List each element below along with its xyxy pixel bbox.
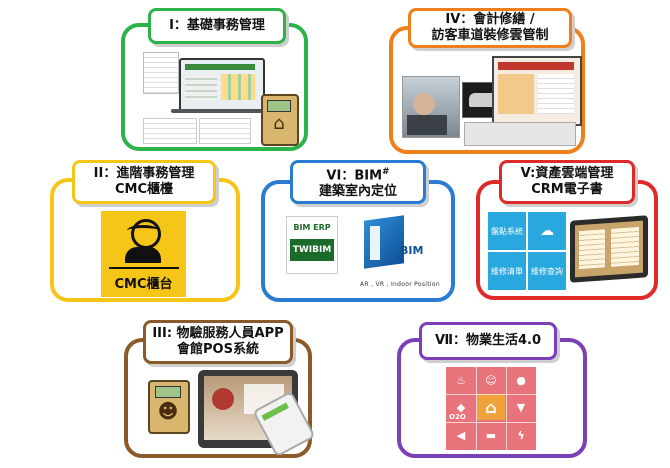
o2o-label: O2O: [449, 413, 466, 421]
module-7-title: Ⅶ：物業生活4.0: [419, 322, 557, 360]
repair-query-tile: 維修查詢: [528, 252, 566, 290]
speaker-icon: ◀: [456, 428, 466, 442]
module-4-title: IV：會計修繕 / 訪客車道裝修雲管制: [408, 8, 572, 48]
module-3-title: III: 物驗服務人員APP 會館POS系統: [143, 320, 293, 364]
module-6-title-line1: VI：BIM#: [326, 166, 390, 184]
staff-device-image: ☻: [148, 380, 190, 434]
module-1-title-line1: I：基礎事務管理: [169, 18, 265, 33]
tablet-image: [492, 56, 582, 126]
module-5-title-line1: V:資產雲端管理: [520, 166, 614, 181]
inventory-tile: 盤點系統: [488, 212, 526, 250]
module-2-title: II：進階事務管理 CMC櫃檯: [72, 160, 216, 204]
repair-list-tile: 維修清單: [488, 252, 526, 290]
module-4-images: [402, 52, 582, 148]
cloud-icon: ☁: [540, 223, 554, 239]
person-icon: ☺: [485, 373, 497, 387]
bim-cube-logo: BIM: [352, 214, 436, 276]
cmc-counter-illustration: CMC櫃台: [101, 211, 186, 297]
receptionist-icon: [123, 219, 163, 265]
shirt-icon: ▼: [516, 400, 526, 414]
driver-photo: [402, 76, 460, 138]
flame-icon: ♨: [456, 373, 466, 387]
module-4-title-line2: 訪客車道裝修雲管制: [431, 28, 549, 43]
module-5-title: V:資產雲端管理 CRM電子書: [499, 160, 635, 204]
module-3-title-line1: III: 物驗服務人員APP: [152, 326, 284, 341]
bolt-icon: ϟ: [517, 428, 525, 442]
twibim-logo: BIM ERP TWIBIM: [286, 216, 338, 274]
module-5-tiles: 盤點系統 ☁ 維修清單 維修查詢: [488, 212, 566, 290]
life-services-grid: ♨ ☺ ● ◆ ⌂ ▼ ◀ ▬ ϟ O2O: [446, 367, 536, 450]
laptop-image: [179, 58, 265, 112]
module-3-title-line2: 會館POS系統: [177, 342, 259, 357]
home-icon: ⌂: [485, 397, 497, 417]
document-image-2: [143, 118, 197, 144]
module-6-footer: AR , VR , Indoor Position: [360, 281, 440, 288]
person-icon: ☻: [157, 399, 179, 423]
home-icon: ⌂: [273, 113, 285, 134]
module-1-screens: ⌂: [143, 52, 299, 147]
cart-icon: ◆: [456, 400, 466, 414]
ebook-tablet-image: [570, 215, 648, 283]
document-image: [143, 52, 179, 94]
module-7-title-line1: Ⅶ：物業生活4.0: [434, 333, 542, 348]
home-tile: [477, 394, 505, 420]
cmc-badge: CMC櫃台: [114, 277, 173, 292]
module-2-title-line2: CMC櫃檯: [114, 182, 174, 197]
kiosk-device-image: ⌂: [261, 94, 299, 146]
module-6-title-line2: 建築室內定位: [318, 184, 397, 200]
module-1-title: I：基礎事務管理: [148, 8, 286, 44]
module-5-title-line2: CRM電子書: [531, 182, 603, 197]
drop-icon: ●: [516, 373, 526, 387]
cloud-tile: ☁: [528, 212, 566, 250]
car-icon: ▬: [485, 428, 497, 442]
module-4-title-line1: IV：會計修繕 /: [445, 12, 535, 27]
module-6-title: VI：BIM# 建築室內定位: [290, 160, 426, 204]
module-2-title-line1: II：進階事務管理: [93, 166, 195, 181]
